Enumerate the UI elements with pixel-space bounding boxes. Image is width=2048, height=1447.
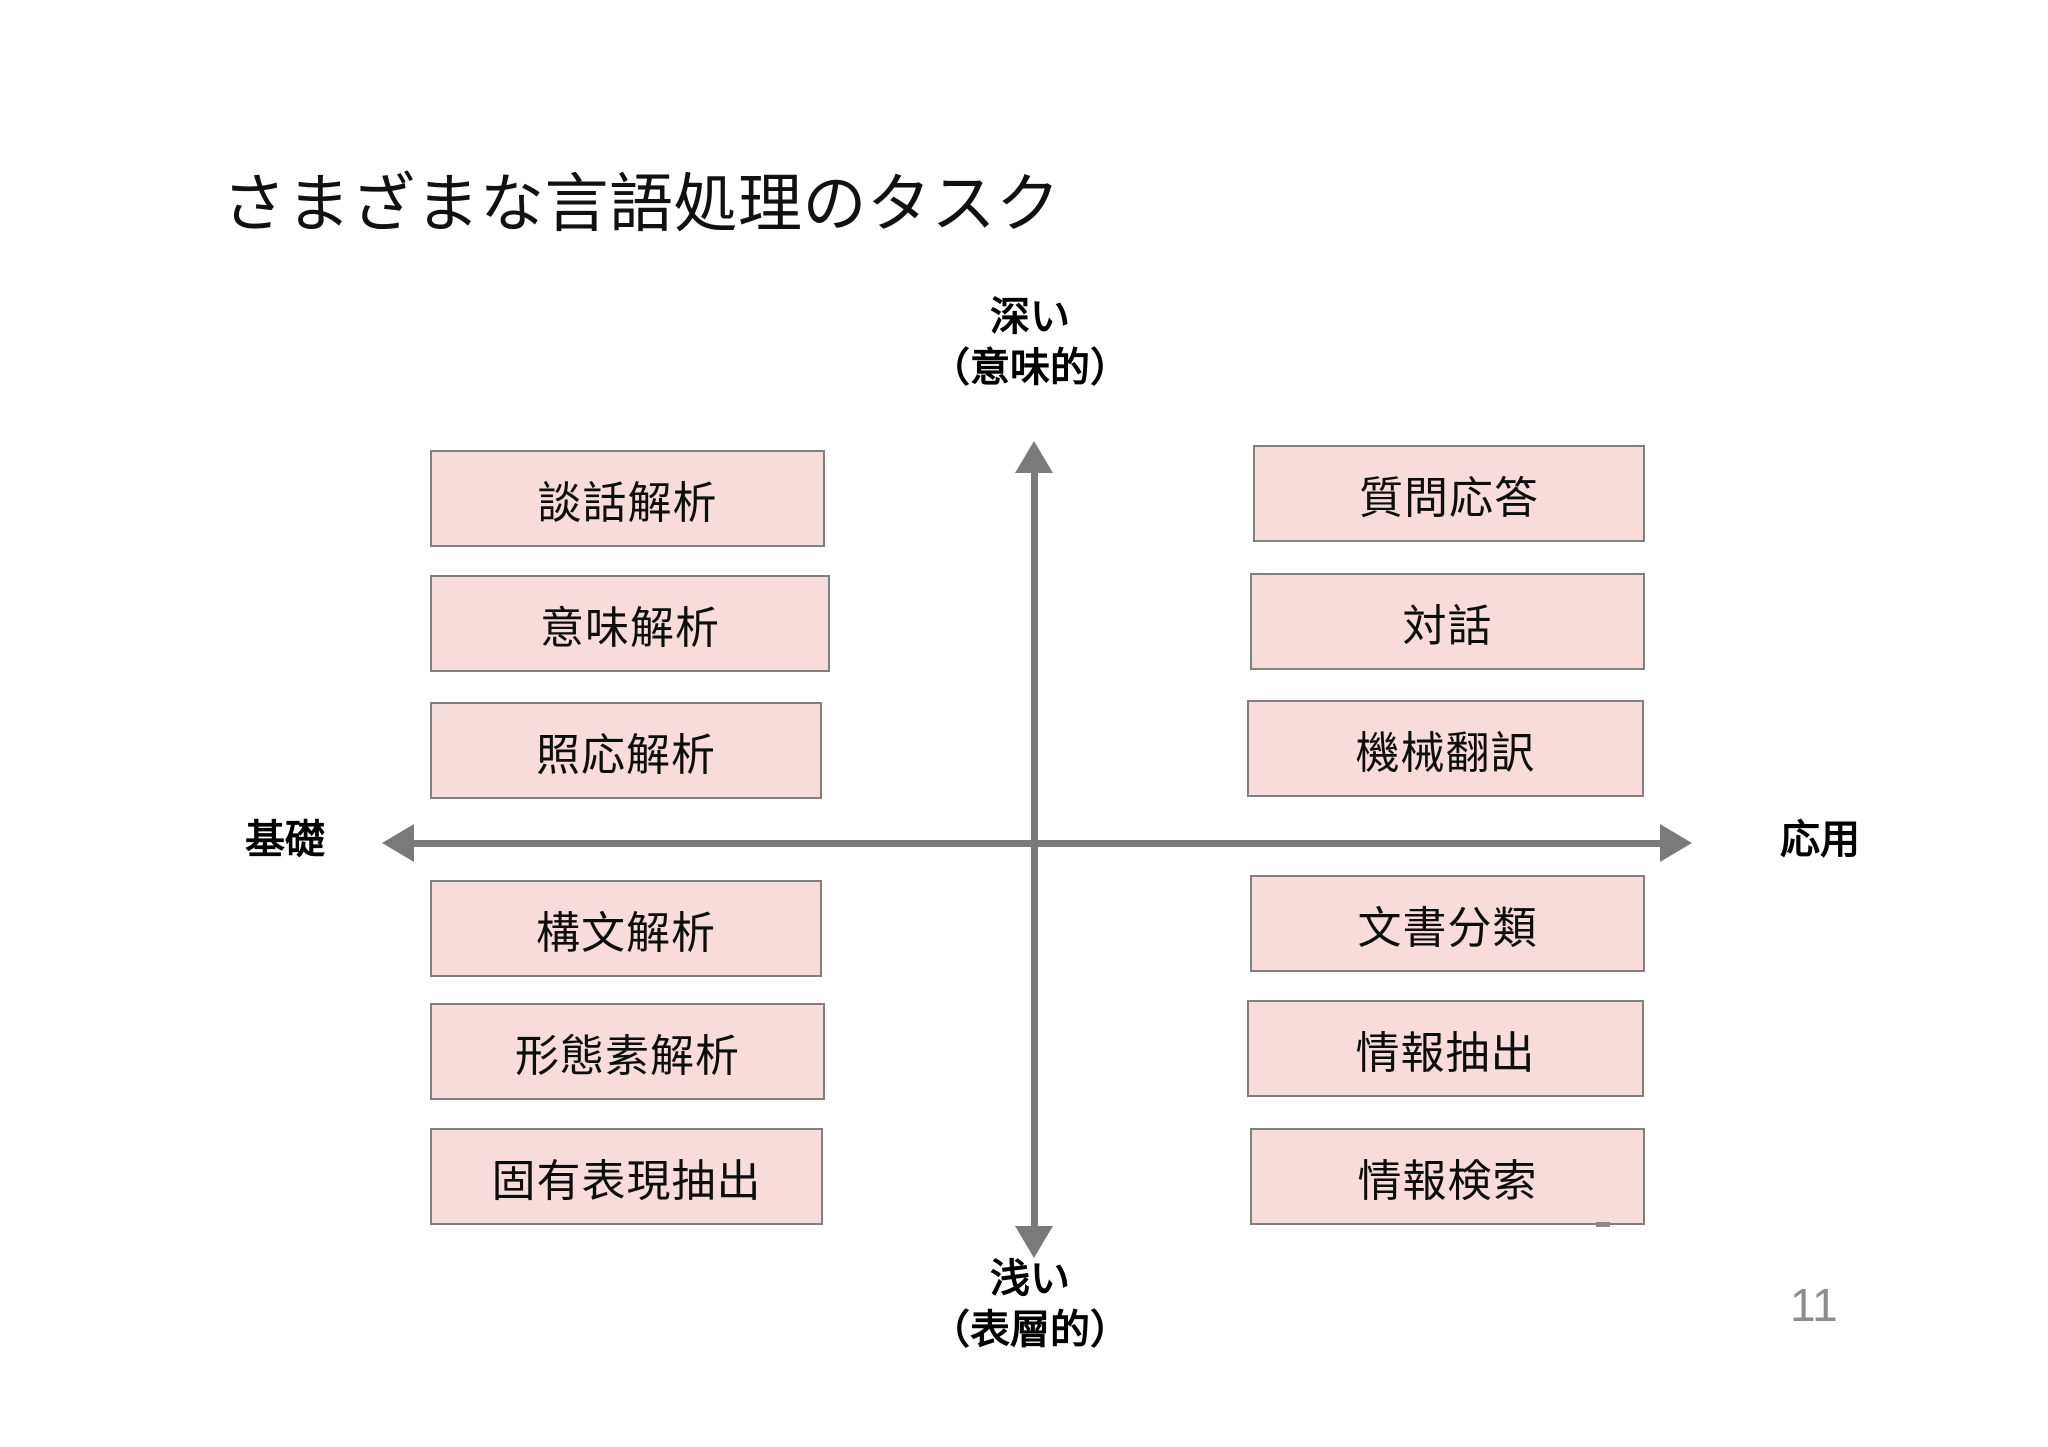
axis-label-deep-line2: （意味的） bbox=[930, 346, 1130, 391]
arrow-right-icon bbox=[1660, 824, 1692, 862]
arrow-up-icon bbox=[1015, 441, 1053, 473]
page-title: さまざまな言語処理のタスク bbox=[222, 168, 1061, 240]
task-box[interactable]: 談話解析 bbox=[430, 450, 825, 547]
axis-label-deep: 深い （意味的） bbox=[830, 292, 1230, 394]
axis-label-shallow-line1: 浅い bbox=[990, 1257, 1070, 1301]
task-box[interactable]: 情報検索 bbox=[1250, 1128, 1645, 1225]
page-number: 11 bbox=[1790, 1279, 1838, 1331]
vertical-axis-line bbox=[1031, 470, 1038, 1235]
axis-label-applied: 応用 bbox=[1780, 818, 1860, 862]
task-box[interactable]: 情報抽出 bbox=[1247, 1000, 1644, 1097]
task-box[interactable]: 照応解析 bbox=[430, 702, 822, 799]
task-box[interactable]: 形態素解析 bbox=[430, 1003, 825, 1100]
arrow-left-icon bbox=[382, 824, 414, 862]
axis-label-shallow: 浅い （表層的） bbox=[830, 1254, 1230, 1356]
axis-label-deep-line1: 深い bbox=[990, 295, 1070, 339]
task-box[interactable]: 質問応答 bbox=[1253, 445, 1645, 542]
task-box[interactable]: 文書分類 bbox=[1250, 875, 1645, 972]
arrow-down-icon bbox=[1015, 1226, 1053, 1258]
horizontal-axis-line bbox=[413, 840, 1663, 847]
task-box[interactable]: 構文解析 bbox=[430, 880, 822, 977]
task-box[interactable]: 対話 bbox=[1250, 573, 1645, 670]
axis-label-shallow-line2: （表層的） bbox=[930, 1308, 1130, 1353]
selection-handle-icon[interactable] bbox=[1596, 1222, 1610, 1227]
axis-label-fundamental: 基礎 bbox=[245, 818, 325, 862]
task-box[interactable]: 機械翻訳 bbox=[1247, 700, 1644, 797]
task-box[interactable]: 固有表現抽出 bbox=[430, 1128, 823, 1225]
task-box[interactable]: 意味解析 bbox=[430, 575, 830, 672]
